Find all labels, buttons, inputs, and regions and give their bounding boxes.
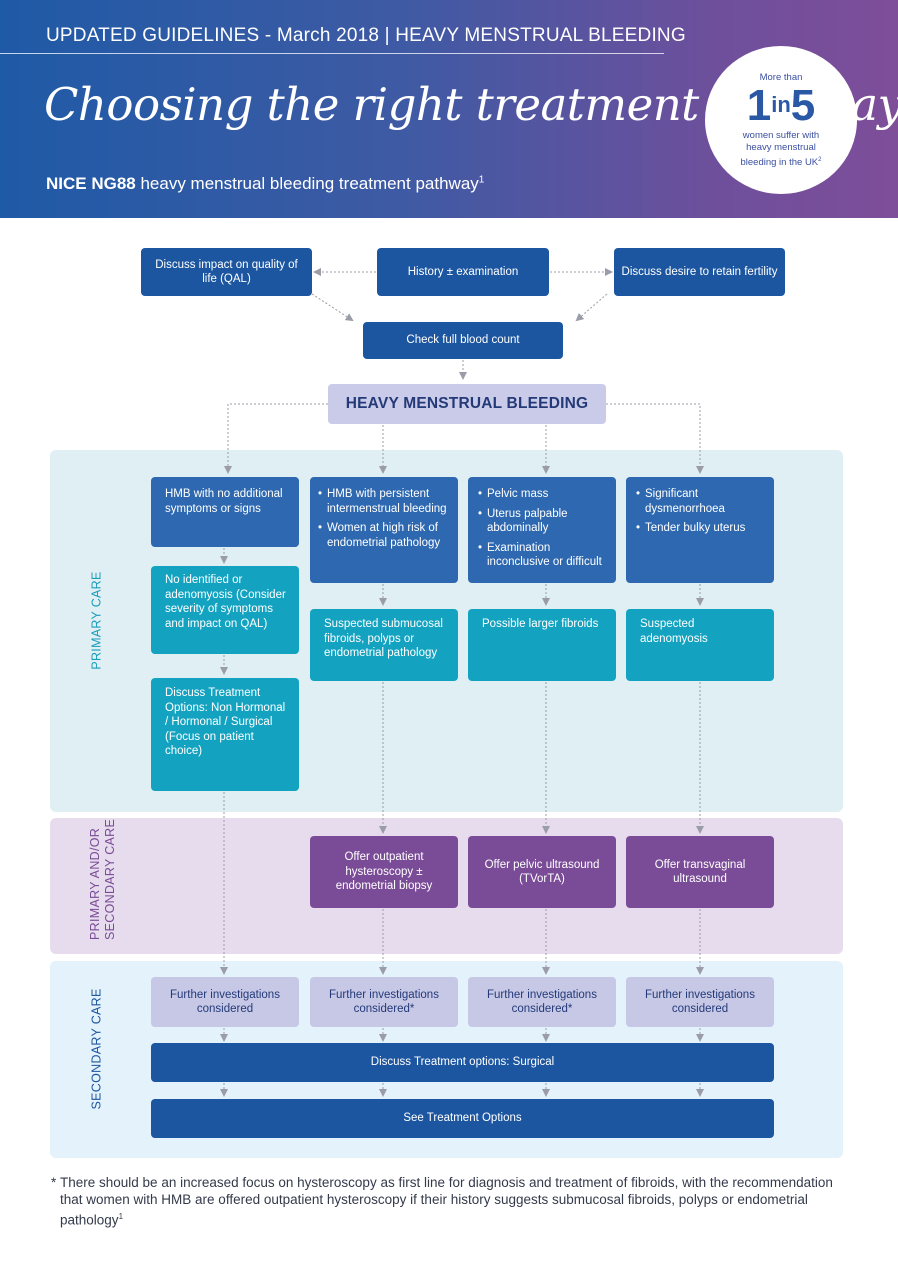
badge-num2: 5 [790, 81, 816, 130]
col2-symptoms-box: HMB with persistent intermenstrual bleed… [310, 477, 458, 583]
hmb-box: HEAVY MENSTRUAL BLEEDING [328, 384, 606, 424]
col3-offer-box: Offer pelvic ultrasound (TVorTA) [468, 836, 616, 908]
history-box: History ± examination [377, 248, 549, 296]
col4-bullet-2: Tender bulky uterus [636, 521, 768, 536]
subtitle-ref: 1 [478, 174, 485, 186]
page-subtitle: NICE NG88 heavy menstrual bleeding treat… [46, 174, 484, 194]
further-investigations-1: Further investigations considered [151, 977, 299, 1027]
badge-in: in [771, 92, 791, 117]
col1-finding-box: No identified or adenomyosis (Consider s… [151, 566, 299, 654]
header-top-line: UPDATED GUIDELINES - March 2018 | HEAVY … [46, 25, 686, 46]
col2-offer-box: Offer outpatient hysteroscopy ± endometr… [310, 836, 458, 908]
full-blood-count-box: Check full blood count [363, 322, 563, 359]
badge-ratio: 1in5 [705, 82, 857, 129]
arrow-qal-to-fbc [311, 293, 354, 322]
subtitle-bold: NICE NG88 [46, 174, 136, 193]
col2-bullet-1: HMB with persistent intermenstrual bleed… [318, 487, 452, 516]
arrow-fertility-to-fbc [575, 293, 608, 322]
qal-box: Discuss impact on quality of life (QAL) [141, 248, 312, 296]
badge-line3: bleeding in the UK2 [740, 157, 822, 169]
footnote-star: * [51, 1175, 57, 1190]
statistic-badge: More than 1in5 women suffer with heavy m… [705, 46, 857, 194]
subtitle-text: heavy menstrual bleeding treatment pathw… [135, 174, 479, 193]
col4-finding-box: Suspected adenomyosis [626, 609, 774, 681]
further-investigations-3: Further investigations considered* [468, 977, 616, 1027]
footnote-ref: 1 [118, 1212, 124, 1221]
col3-finding-box: Possible larger fibroids [468, 609, 616, 681]
header-banner: UPDATED GUIDELINES - March 2018 | HEAVY … [0, 0, 898, 218]
badge-line2: heavy menstrual [746, 142, 816, 153]
badge-more-than: More than [759, 72, 803, 83]
badge-num1: 1 [746, 81, 772, 130]
col4-symptoms-box: Significant dysmenorrhoea Tender bulky u… [626, 477, 774, 583]
arrow-hmb-to-col1 [224, 403, 328, 474]
surgical-options-box: Discuss Treatment options: Surgical [151, 1043, 774, 1082]
fertility-box: Discuss desire to retain fertility [614, 248, 785, 296]
col1-symptoms-box: HMB with no additional symptoms or signs [151, 477, 299, 547]
col3-bullet-2: Uterus palpable abdominally [478, 507, 610, 536]
col1-treatment-box: Discuss Treatment Options: Non Hormonal … [151, 678, 299, 791]
see-treatment-options-box: See Treatment Options [151, 1099, 774, 1138]
col3-bullet-1: Pelvic mass [478, 487, 610, 502]
badge-line1: women suffer with [742, 130, 820, 141]
col3-bullet-3: Examination inconclusive or difficult [478, 541, 610, 570]
arrow-hmb-to-col4 [606, 403, 704, 474]
footnote: * There should be an increased focus on … [51, 1174, 841, 1229]
col3-symptoms-box: Pelvic mass Uterus palpable abdominally … [468, 477, 616, 583]
col4-bullet-1: Significant dysmenorrhoea [636, 487, 768, 516]
header-divider [0, 53, 664, 54]
col4-offer-box: Offer transvaginal ultrasound [626, 836, 774, 908]
further-investigations-2: Further investigations considered* [310, 977, 458, 1027]
col2-bullet-2: Women at high risk of endometrial pathol… [318, 521, 452, 550]
further-investigations-4: Further investigations considered [626, 977, 774, 1027]
col2-finding-box: Suspected submucosal fibroids, polyps or… [310, 609, 458, 681]
footnote-text: There should be an increased focus on hy… [60, 1175, 833, 1228]
